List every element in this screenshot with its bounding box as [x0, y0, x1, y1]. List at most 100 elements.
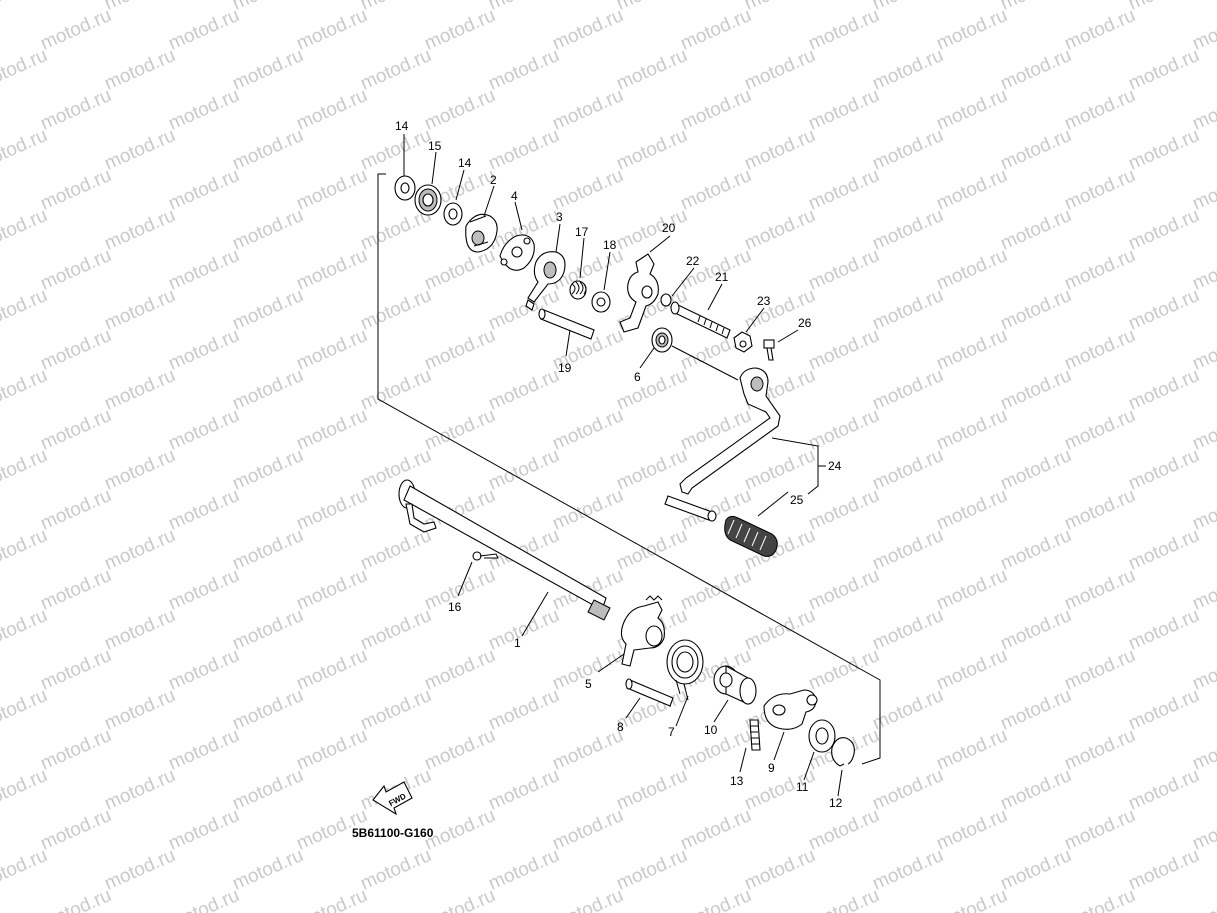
callout-22: 22 [686, 254, 700, 268]
watermark-text: motod.ru [677, 565, 754, 615]
watermark-text: motod.ru [933, 165, 1010, 215]
watermark-text: motod.ru [485, 685, 562, 735]
callout-8: 8 [617, 720, 624, 734]
watermark-text: motod.ru [933, 485, 1010, 535]
part-9-roller-lever[interactable] [763, 689, 818, 730]
watermark-text: motod.ru [741, 125, 818, 175]
watermark-text: motod.ru [997, 45, 1074, 95]
part-14-washer-second[interactable] [443, 202, 463, 226]
watermark-text: motod.ru [677, 805, 754, 855]
diagram-code: 5B61100-G160 [352, 826, 434, 840]
watermark-text: motod.ru [997, 205, 1074, 255]
watermark-text: motod.ru [165, 565, 242, 615]
callout-labels: 14 15 14 2 4 3 17 18 20 22 21 23 26 19 6… [395, 119, 843, 810]
part-14-washer-top[interactable] [394, 175, 416, 201]
watermark-text: motod.ru [165, 885, 242, 913]
part-21-bolt[interactable] [670, 301, 731, 339]
watermark-text: motod.ru [1125, 765, 1202, 815]
watermark-text: motod.ru [229, 605, 306, 655]
part-3-stopper-lever[interactable] [525, 251, 566, 311]
part-7-torsion-spring[interactable] [666, 639, 704, 701]
callout-18: 18 [603, 238, 617, 252]
watermark-text: motod.ru [1061, 725, 1138, 775]
watermark-text: motod.ru [229, 845, 306, 895]
part-4-plate[interactable] [499, 234, 535, 271]
watermark-text: motod.ru [1125, 0, 1202, 15]
watermark-text: motod.ru [37, 805, 114, 855]
part-11-washer[interactable] [808, 719, 836, 753]
watermark-text: motod.ru [741, 605, 818, 655]
watermark-text: motod.ru [37, 245, 114, 295]
callout-15: 15 [428, 139, 442, 153]
part-8-pin[interactable] [625, 678, 674, 707]
watermark-text: motod.ru [165, 325, 242, 375]
watermark-text: motod.ru [0, 285, 51, 335]
part-22-o-ring[interactable] [660, 293, 672, 307]
watermark-text: motod.ru [421, 85, 498, 135]
watermark-text: motod.ru [0, 205, 51, 255]
watermark-text: motod.ru [101, 525, 178, 575]
callout-26: 26 [798, 316, 812, 330]
watermark-text: motod.ru [549, 725, 626, 775]
part-12-circlip[interactable] [831, 737, 855, 767]
part-25-pedal-rubber[interactable] [724, 515, 778, 557]
watermark-text: motod.ru [357, 845, 434, 895]
part-23-nut[interactable] [733, 331, 753, 353]
watermark-text: motod.ru [293, 325, 370, 375]
part-26-bolt[interactable] [763, 339, 775, 361]
watermark-text: motod.ru [1125, 445, 1202, 495]
watermark-text: motod.ru [165, 485, 242, 535]
watermark-text: motod.ru [997, 0, 1074, 15]
part-18-washer[interactable] [591, 291, 611, 313]
watermark-text: motod.ru [741, 205, 818, 255]
watermark-text: motod.ru [485, 845, 562, 895]
part-20-shift-lever[interactable] [619, 253, 659, 333]
watermark-text: motod.ru [229, 525, 306, 575]
watermark-text: motod.ru [613, 845, 690, 895]
watermark-text: motod.ru [805, 245, 882, 295]
watermark-text: motod.ru [869, 45, 946, 95]
part-1-shift-shaft[interactable] [398, 479, 611, 621]
watermark-text: motod.ru [933, 645, 1010, 695]
part-24-shift-pedal[interactable] [664, 367, 781, 522]
watermark-text: motod.ru [997, 845, 1074, 895]
watermark-text: motod.ru [357, 605, 434, 655]
watermark-text: motod.ru [293, 405, 370, 455]
watermark-text: motod.ru [613, 365, 690, 415]
watermark-text: motod.ru [997, 685, 1074, 735]
watermark-text: motod.ru [613, 765, 690, 815]
watermark-text: motod.ru [869, 285, 946, 335]
watermark-text: motod.ru [101, 285, 178, 335]
watermark-text: motod.ru [293, 885, 370, 913]
callout-12: 12 [829, 796, 843, 810]
watermark-text: motod.ru [549, 165, 626, 215]
watermark-text: motod.ru [869, 845, 946, 895]
watermark-text: motod.ru [229, 365, 306, 415]
callout-21: 21 [715, 270, 729, 284]
watermark-text: motod.ru [933, 725, 1010, 775]
watermark-text: motod.ru [1125, 605, 1202, 655]
watermark-text: motod.ru [37, 565, 114, 615]
watermark-text: motod.ru [549, 5, 626, 55]
part-15-bearing[interactable] [414, 184, 442, 216]
watermark-text: motod.ru [1061, 565, 1138, 615]
leader-lines [403, 134, 843, 797]
callout-3: 3 [556, 210, 563, 224]
watermark-text: motod.ru [293, 725, 370, 775]
part-5-shift-arm[interactable] [620, 595, 665, 667]
watermark-text: motod.ru [101, 685, 178, 735]
watermark-text: motod.ru [229, 45, 306, 95]
part-19-pin[interactable] [538, 308, 595, 340]
part-13-spring[interactable] [749, 719, 761, 751]
part-2-segment[interactable] [465, 213, 498, 253]
part-17-spring[interactable] [569, 280, 587, 300]
watermark-text: motod.ru [485, 45, 562, 95]
watermark-text: motod.ru [869, 525, 946, 575]
watermark-text: motod.ru [293, 85, 370, 135]
watermark-text: motod.ru [101, 45, 178, 95]
part-10-collar[interactable] [713, 665, 757, 705]
part-16-clip[interactable] [472, 551, 499, 561]
watermark-text: motod.ru [613, 445, 690, 495]
part-6-oil-seal[interactable] [651, 327, 673, 353]
